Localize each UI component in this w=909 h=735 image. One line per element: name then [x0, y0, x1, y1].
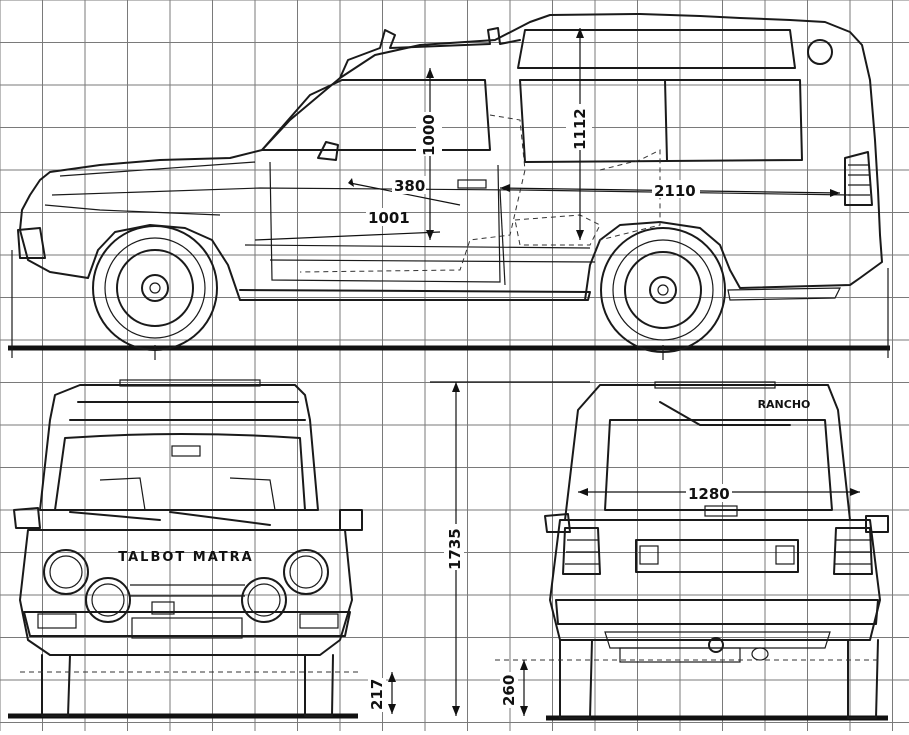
label-1000: 1000 [420, 114, 438, 156]
rear-wheel [600, 227, 726, 353]
side-view [8, 13, 890, 360]
rear-window [519, 79, 803, 163]
rear-right-mirror [865, 515, 889, 533]
rear-step [727, 287, 841, 301]
front-view: TALBOT MATRA [8, 379, 396, 719]
model-badge: RANCHO [758, 398, 811, 411]
front-window [261, 79, 491, 151]
license-plate [131, 617, 243, 639]
rear-window-glass [604, 419, 833, 511]
rear-taillight-right [833, 527, 873, 575]
roof-porthole [807, 39, 833, 65]
label-2110: 2110 [654, 182, 696, 200]
front-bumper [17, 227, 46, 259]
rear-wiper [659, 401, 791, 426]
upper-window [517, 29, 796, 69]
door-handle [457, 179, 487, 189]
rear-taillight-left [562, 527, 601, 575]
label-217: 217 [368, 679, 386, 710]
winch-hook [151, 601, 175, 615]
front-bumper-face [23, 611, 351, 637]
foglight-right [241, 577, 287, 623]
label-1001: 1001 [368, 209, 410, 227]
rearview-mirror [171, 445, 201, 457]
front-cabin [39, 384, 319, 511]
foglight-left [85, 577, 131, 623]
rear-bumper [555, 599, 879, 625]
rear-plate-box [635, 539, 799, 573]
brand-badge: TALBOT MATRA [118, 550, 253, 565]
rear-step-plate [619, 647, 741, 663]
front-right-mirror [339, 509, 363, 531]
front-tire-right [304, 654, 334, 717]
front-left-mirror [13, 507, 41, 529]
rear-tire-left [559, 639, 593, 719]
side-mirror [317, 141, 339, 161]
windshield [54, 433, 306, 511]
exhaust-pipe [751, 647, 769, 661]
tow-hitch [708, 637, 724, 653]
dim-260 [520, 660, 528, 716]
label-380: 380 [394, 177, 425, 195]
rear-view: RANCHO [495, 381, 889, 721]
front-wheel [92, 225, 218, 351]
headlight-right [283, 549, 329, 595]
dim-1001 [254, 231, 441, 241]
rear-left-mirror [544, 513, 571, 533]
roof-rack [339, 27, 521, 79]
tail-light [844, 151, 873, 206]
front-tire-left [41, 654, 71, 717]
rear-body [549, 519, 881, 641]
dim-217 [388, 672, 396, 714]
label-1280: 1280 [688, 485, 730, 503]
label-260: 260 [500, 675, 518, 706]
headlight-left [43, 549, 89, 595]
rear-tire-right [847, 639, 879, 719]
side-body [19, 13, 883, 301]
label-1112: 1112 [571, 108, 589, 150]
front-body [19, 529, 353, 656]
seat-outline [299, 114, 526, 273]
label-1735: 1735 [446, 528, 464, 570]
